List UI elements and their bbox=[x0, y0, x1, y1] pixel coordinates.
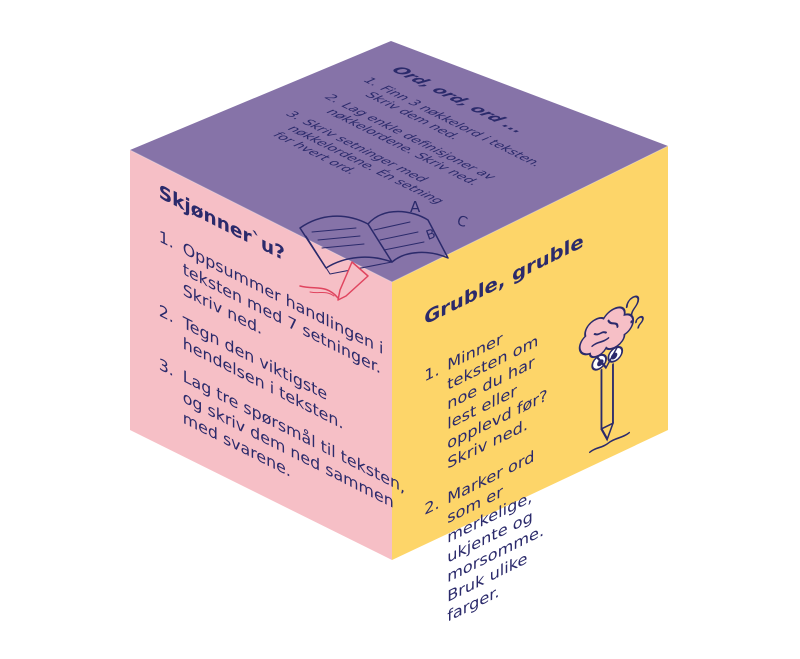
cube-right-face-bg bbox=[392, 146, 668, 560]
top-letter-a: A bbox=[410, 198, 421, 216]
top-letter-b: B bbox=[424, 227, 438, 244]
cube-shape bbox=[129, 41, 669, 560]
cube-left-face-bg bbox=[130, 150, 392, 560]
pencil-icon bbox=[299, 261, 369, 301]
top-face-illustrations: A B C bbox=[299, 198, 470, 301]
open-book-with-pencil-icon bbox=[299, 210, 449, 275]
cube-top-face-bg bbox=[130, 41, 668, 282]
thinking-pencil-icon bbox=[578, 295, 644, 454]
top-letter-c: C bbox=[455, 213, 470, 231]
word-cube: Skjønner`u? 1. Oppsummer handlingen i te… bbox=[129, 41, 669, 626]
cube-face-right: Gruble, gruble 1. Minner teksten om noe … bbox=[415, 184, 651, 628]
